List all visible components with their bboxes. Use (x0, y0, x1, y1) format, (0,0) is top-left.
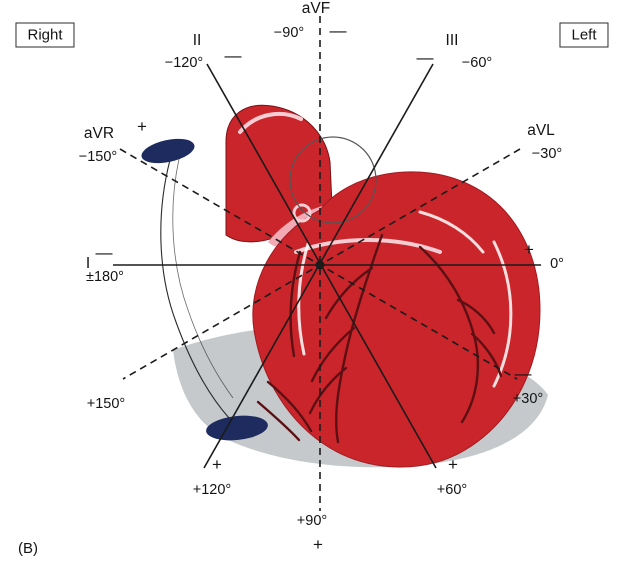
aVR-neg-sign: — (514, 364, 532, 383)
figure-label: (B) (18, 540, 38, 557)
lead-I-pos-angle: 0° (550, 256, 564, 272)
aVL-pos-angle: −30° (531, 146, 563, 162)
svc-blue-patch (141, 138, 195, 164)
lead-I-pos-sign: + (524, 240, 534, 259)
axis-center-point (315, 260, 325, 270)
lead-II-label: II (192, 32, 202, 49)
aVR-neg-angle: +30° (512, 391, 544, 407)
aortic-valve-ring (292, 203, 312, 223)
lead-II-neg-sign: — (224, 46, 242, 65)
lead-III-neg-angle: −60° (461, 55, 493, 71)
lead-III-pos-angle: +120° (192, 482, 232, 498)
lead-III-label: III (445, 32, 459, 49)
lead-II-pos-sign: + (448, 455, 458, 474)
orientation-box-left: Left (559, 22, 609, 48)
outline-circle (289, 136, 377, 224)
coronary-arteries (256, 233, 503, 444)
aVF-pos-sign: + (313, 535, 323, 554)
lead-I-label: I (85, 255, 91, 272)
orientation-box-right: Right (15, 22, 75, 48)
lead-III-neg-sign: — (416, 48, 434, 67)
aVL-label: aVL (527, 122, 555, 139)
lead-I-neg-angle: ±180° (86, 269, 124, 285)
aVL-neg-angle: +150° (86, 396, 126, 412)
lead-I-neg-sign: — (95, 243, 113, 262)
aVF-label: aVF (301, 0, 331, 17)
lead-II-neg-angle: −120° (164, 55, 204, 71)
aVF-neg-angle: −90° (273, 25, 305, 41)
aVF-pos-angle: +90° (296, 513, 328, 529)
apex-blue-patch (206, 415, 268, 441)
arch-highlight (238, 111, 303, 134)
lead-II-pos-angle: +60° (436, 482, 468, 498)
aVF-neg-sign: — (329, 21, 347, 40)
heart-illustration (141, 104, 548, 468)
aVR-label: aVR (83, 125, 115, 142)
aVR-pos-sign: + (137, 117, 147, 136)
lead-III-pos-sign: + (212, 455, 222, 474)
catheter-wire (160, 158, 234, 419)
aortic-arch (225, 104, 333, 243)
aVR-pos-angle: −150° (78, 149, 118, 165)
